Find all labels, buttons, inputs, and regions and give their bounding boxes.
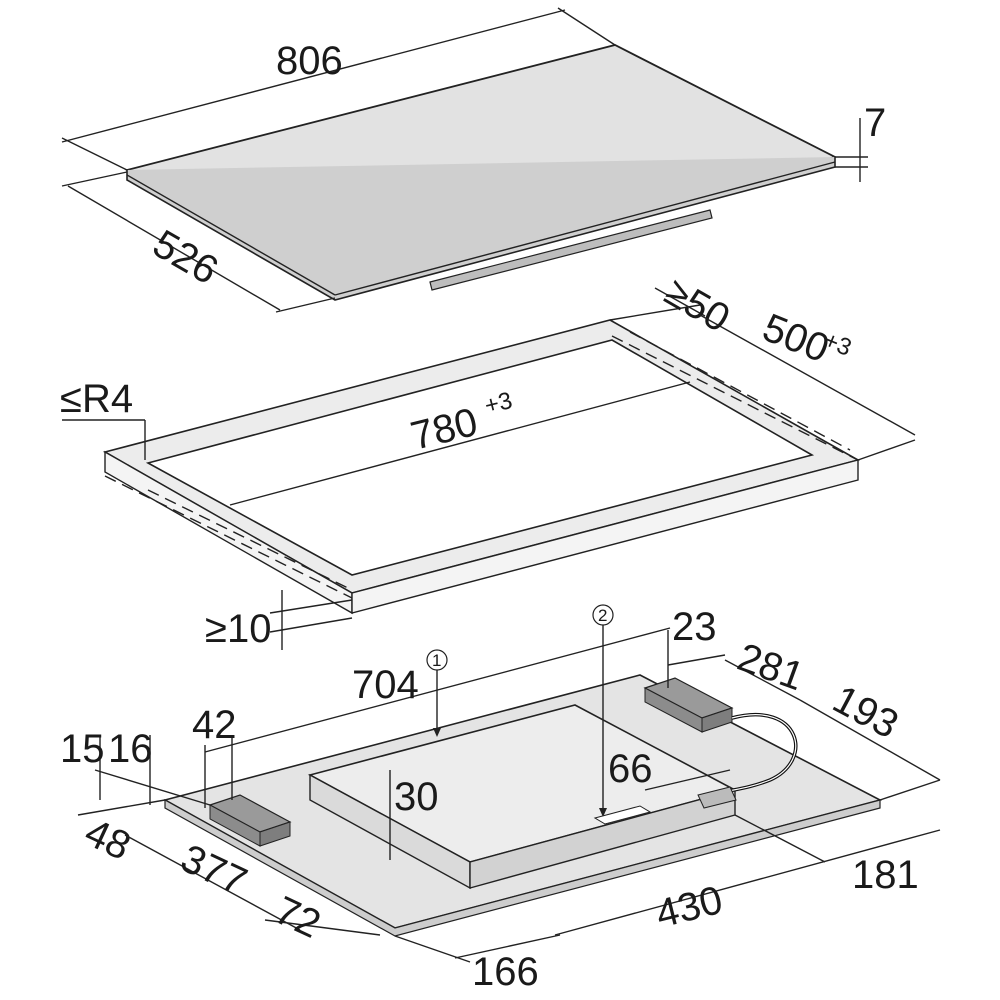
ext-line-193: [879, 779, 941, 801]
dim-line-806: [61, 9, 566, 143]
dim-line-193: [799, 699, 941, 781]
callout-2-arrow: [599, 808, 607, 817]
dim-line-66: [644, 769, 731, 791]
dim-left-block-offset: 42: [192, 703, 237, 747]
cooktop-housing: [429, 209, 713, 291]
dim-16: 16: [108, 727, 153, 771]
dim-cutout-depth: 500: [757, 306, 835, 372]
dim-15: 15: [60, 727, 105, 771]
dim-166: 166: [472, 950, 539, 994]
dim-front-clearance: ≥10: [205, 607, 271, 651]
hidden-edge-left: [104, 475, 353, 599]
dim-526: 526: [146, 222, 226, 293]
cable-connector: [697, 786, 737, 809]
mounting-slot: [593, 805, 652, 825]
cutout-front-face-right: [351, 459, 859, 614]
dim-line-50: [654, 287, 706, 317]
cutout-drawing: ≥50 500 +3 ≤R4 780 +3 ≥10: [60, 270, 916, 651]
ext-line-10b: [269, 617, 353, 633]
hidden-edge-right: [611, 335, 859, 461]
underside-glass-edge: [164, 798, 881, 937]
dim-corner-radius: ≤R4: [60, 377, 133, 421]
callout-2: 2: [598, 606, 607, 625]
dim-193: 193: [826, 677, 906, 747]
dim-line-500: [699, 314, 916, 436]
ext-line-15: [94, 769, 211, 806]
underside-drawing: 1 2 704 42 15 16 48 377 72 166: [60, 604, 941, 994]
dim-cutout-width-tol: +3: [482, 387, 515, 420]
ext-line-500: [857, 439, 916, 461]
callout-1: 1: [432, 651, 441, 670]
dim-housing-width: 704: [352, 663, 419, 707]
cutout-opening: [145, 339, 815, 576]
ext-line-166: [394, 935, 471, 963]
dim-line-377: [124, 834, 301, 931]
cooktop-edge-line: [126, 174, 336, 296]
cooktop-drawing: 806 526 7: [61, 7, 886, 313]
dim-806: 806: [276, 39, 343, 83]
dim-housing-height: 30: [394, 775, 439, 819]
dim-line-780: [229, 381, 691, 506]
cooktop-frame-edge: [126, 157, 836, 301]
dim-line-48: [77, 799, 166, 816]
dim-430: 430: [652, 878, 727, 937]
ext-line-806a: [61, 137, 128, 171]
dim-right-block-width: 23: [672, 605, 717, 649]
dim-281: 281: [732, 635, 810, 699]
cooktop-edge-line-2: [334, 161, 836, 296]
dim-line-704: [204, 627, 671, 753]
dim-line-23: [667, 654, 726, 666]
dim-line-430: [554, 829, 941, 936]
dim-line-72: [264, 919, 381, 936]
ext-line-526a: [61, 171, 128, 187]
ext-line-10a: [269, 599, 353, 614]
right-connection-block-side: [644, 687, 703, 733]
dim-line-166: [454, 934, 561, 959]
dim-72: 72: [268, 888, 327, 947]
ext-line-181: [734, 814, 826, 863]
ext-line-50: [609, 304, 701, 321]
dim-cable-offset: 66: [608, 747, 653, 791]
dim-line-281: [724, 659, 801, 701]
ext-line-806b: [557, 7, 616, 46]
callout-1-arrow: [433, 728, 441, 737]
dim-rear-clearance: ≥50: [658, 270, 738, 341]
hidden-edge-right-2: [629, 331, 851, 451]
ext-line-526b: [275, 297, 336, 313]
dim-48: 48: [78, 810, 137, 869]
dim-181: 181: [852, 853, 919, 897]
left-connection-block-side: [209, 804, 261, 847]
dim-line-526: [67, 185, 281, 311]
dim-7: 7: [864, 101, 886, 145]
